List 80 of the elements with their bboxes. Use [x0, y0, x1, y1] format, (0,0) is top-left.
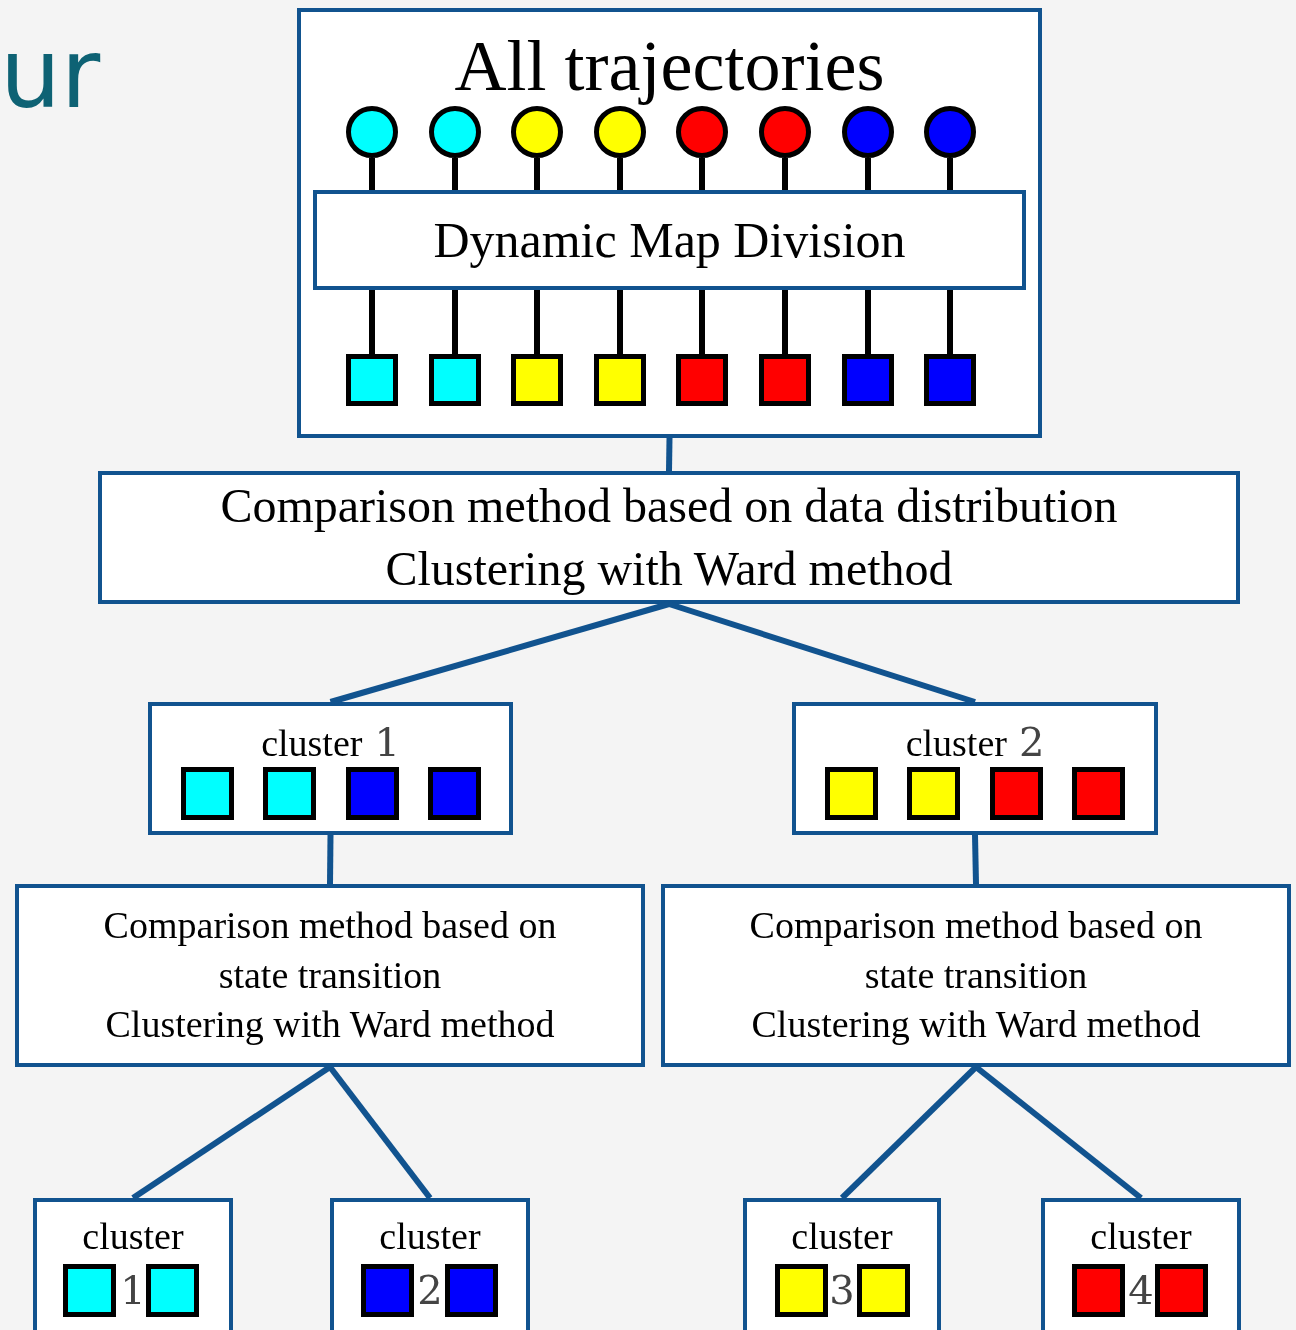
connector-line — [327, 834, 334, 885]
connector-line — [617, 290, 623, 354]
trajectory-square — [676, 354, 728, 406]
connector-line — [617, 158, 623, 190]
connector-line — [972, 834, 979, 885]
process-box — [33, 1198, 233, 1330]
connector-line — [699, 290, 705, 354]
connector-line — [369, 158, 375, 190]
connector-line — [534, 290, 540, 354]
process-box — [1041, 1198, 1241, 1330]
connector-line — [865, 158, 871, 190]
connector-line — [782, 158, 788, 190]
cluster-number: 1 — [119, 1268, 147, 1312]
cluster-number: 1 — [374, 720, 400, 764]
trajectory-square — [1072, 1264, 1125, 1317]
process-box — [330, 1198, 530, 1330]
process-box — [297, 8, 1042, 438]
trajectory-square — [511, 354, 563, 406]
process-box — [148, 702, 513, 835]
cluster-number: 2 — [1018, 720, 1045, 764]
trajectory-square — [842, 354, 894, 406]
box-text: Clustering with Ward method — [385, 540, 953, 597]
process-box — [313, 190, 1026, 290]
box-text: Comparison method based on data distribution — [220, 478, 1118, 535]
connector-line — [974, 1064, 1143, 1201]
process-box — [743, 1198, 941, 1330]
trajectory-square — [181, 767, 234, 820]
trajectory-square — [924, 354, 976, 406]
cluster-label: cluster — [81, 1216, 185, 1258]
trajectory-square — [346, 354, 398, 406]
trajectory-square — [825, 767, 878, 820]
connector-line — [452, 158, 458, 190]
box-text: Clustering with Ward method — [751, 1002, 1201, 1048]
cluster-label: cluster — [905, 723, 1007, 765]
connector-line — [947, 290, 953, 354]
cluster-label: cluster — [378, 1216, 482, 1258]
connector-line — [947, 158, 953, 190]
trajectory-square — [907, 767, 960, 820]
trajectory-square — [263, 767, 316, 820]
connector-line — [865, 290, 871, 354]
connector-line — [782, 290, 788, 354]
connector-line — [329, 601, 670, 705]
connector-line — [699, 158, 705, 190]
connector-line — [327, 1065, 433, 1200]
connector-line — [131, 1064, 332, 1201]
connector-line — [668, 601, 976, 705]
connector-line — [369, 290, 375, 354]
trajectory-square — [990, 767, 1043, 820]
connector-line — [839, 1064, 979, 1201]
cluster-number: 2 — [416, 1268, 444, 1312]
cluster-number: 4 — [1127, 1268, 1155, 1312]
cluster-label: cluster — [261, 723, 363, 765]
cluster-label: cluster — [1089, 1216, 1193, 1258]
trajectory-square — [775, 1264, 828, 1317]
connector-line — [534, 158, 540, 190]
box-text: Comparison method based on state transition — [748, 903, 1204, 998]
trajectory-square — [63, 1264, 116, 1317]
trajectory-square — [445, 1264, 498, 1317]
trajectory-square — [759, 354, 811, 406]
connector-line — [666, 437, 673, 472]
connector-line — [452, 290, 458, 354]
box-text: Dynamic Map Division — [433, 211, 906, 270]
trajectory-square — [1072, 767, 1125, 820]
trajectory-square — [361, 1264, 414, 1317]
cluster-label: cluster — [790, 1216, 894, 1258]
process-box — [792, 702, 1158, 835]
process-box — [98, 471, 1240, 604]
trajectory-square — [429, 354, 481, 406]
box-text: Clustering with Ward method — [105, 1002, 555, 1048]
trajectory-square — [146, 1264, 199, 1317]
trajectory-square — [346, 767, 399, 820]
cluster-number: 3 — [828, 1268, 856, 1312]
trajectory-square — [1155, 1264, 1208, 1317]
process-box — [15, 884, 645, 1067]
trajectory-square — [857, 1264, 910, 1317]
trajectory-square — [594, 354, 646, 406]
trajectory-square — [428, 767, 481, 820]
slide-title-fragment: ur — [0, 22, 101, 128]
box-text: Comparison method based on state transition — [102, 903, 558, 998]
process-box — [661, 884, 1291, 1067]
